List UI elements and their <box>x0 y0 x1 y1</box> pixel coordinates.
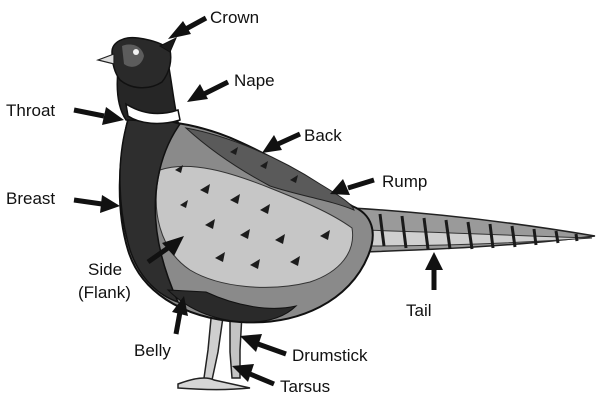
label-flank: (Flank) <box>78 283 131 302</box>
label-drumstick: Drumstick <box>292 346 368 365</box>
arrow-crown <box>168 18 206 39</box>
arrow-back <box>262 134 300 153</box>
label-nape: Nape <box>234 71 275 90</box>
beak <box>98 54 114 64</box>
label-throat: Throat <box>6 101 55 120</box>
arrow-drumstick <box>240 334 286 354</box>
arrow-rump <box>330 179 374 195</box>
arrow-nape <box>187 82 228 102</box>
label-tarsus: Tarsus <box>280 377 330 396</box>
label-crown: Crown <box>210 8 259 27</box>
label-belly: Belly <box>134 341 171 360</box>
arrow-tail <box>425 252 443 290</box>
eye <box>133 49 139 55</box>
label-rump: Rump <box>382 172 427 191</box>
arrow-breast <box>74 195 120 213</box>
label-breast: Breast <box>6 189 55 208</box>
tail-feathers <box>352 208 595 252</box>
label-side: Side <box>88 260 122 279</box>
label-tail: Tail <box>406 301 432 320</box>
pheasant-illustration <box>98 38 595 390</box>
label-back: Back <box>304 126 342 145</box>
arrow-throat <box>74 107 124 125</box>
